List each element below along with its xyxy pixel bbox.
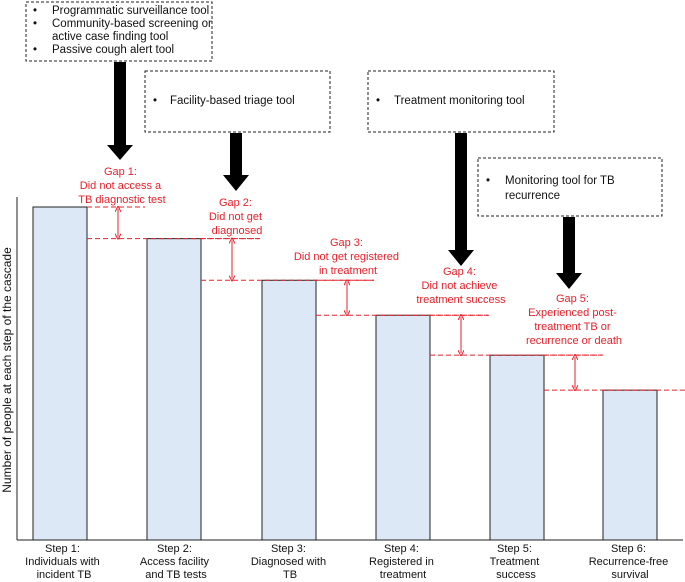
tool-item: Monitoring tool for TB xyxy=(505,175,615,187)
step-label-6: Step 6: Recurrence-free survival xyxy=(589,543,672,581)
gap-label-4: Gap 4: Did not achieve treatment success xyxy=(416,266,506,306)
bar-step-2 xyxy=(146,238,202,541)
bullet-icon: • xyxy=(33,44,37,56)
tool-item: Passive cough alert tool xyxy=(52,44,174,56)
bullet-icon: • xyxy=(33,5,37,17)
y-axis-label: Number of people at each step of the cas… xyxy=(0,247,14,493)
gap-labels: Gap 1: Did not access a TB diagnostic te… xyxy=(78,166,622,347)
tool-item: Treatment monitoring tool xyxy=(394,95,525,107)
gap-label-2: Gap 2: Did not get diagnosed xyxy=(209,197,265,237)
bar-step-1 xyxy=(32,206,88,541)
down-arrow-icon xyxy=(223,133,249,191)
tool-arrows xyxy=(107,62,582,289)
tool-box-1: • Programmatic surveillance tool • Commu… xyxy=(25,1,213,62)
tool-box-frame xyxy=(367,70,555,133)
step-label-2: Step 2: Access facility and TB tests xyxy=(140,543,212,581)
tool-box-frame xyxy=(25,1,213,62)
down-arrow-icon xyxy=(556,217,582,289)
tool-item: Community-based screening or xyxy=(52,18,212,30)
bar-step-4 xyxy=(375,314,431,541)
bullet-icon: • xyxy=(376,95,380,107)
gap-marker-5 xyxy=(544,355,685,390)
gap-label-5: Gap 5: Experienced post- treatment TB or… xyxy=(526,293,622,347)
tool-item: active case finding tool xyxy=(52,31,168,43)
gap-label-3: Gap 3: Did not get registered in treatme… xyxy=(294,237,402,277)
tool-item: recurrence xyxy=(505,190,560,202)
bar-step-5 xyxy=(489,354,545,541)
gap-markers xyxy=(87,207,685,390)
tool-box-frame xyxy=(477,157,663,217)
step-labels: Step 1: Individuals with incident TB Ste… xyxy=(25,543,672,581)
down-arrow-icon xyxy=(107,62,133,160)
step-label-1: Step 1: Individuals with incident TB xyxy=(25,543,103,581)
step-label-5: Step 5: Treatment success xyxy=(490,543,543,581)
bar-step-3 xyxy=(261,279,317,541)
step-label-4: Step 4: Registered in treatment xyxy=(369,543,437,581)
down-arrow-icon xyxy=(448,133,474,266)
gap-label-1: Gap 1: Did not access a TB diagnostic te… xyxy=(78,166,165,206)
bullet-icon: • xyxy=(33,18,37,30)
bullet-icon: • xyxy=(486,175,490,187)
tool-item: Facility-based triage tool xyxy=(170,95,295,107)
bullet-icon: • xyxy=(153,95,157,107)
bar-step-6 xyxy=(602,389,658,541)
tool-box-3: • Treatment monitoring tool xyxy=(367,70,555,133)
tool-item: Programmatic surveillance tool xyxy=(52,5,209,17)
tool-box-4: • Monitoring tool for TB recurrence xyxy=(477,157,663,217)
tool-box-frame xyxy=(144,70,331,133)
cascade-bars xyxy=(32,206,658,541)
step-label-3: Step 3: Diagnosed with TB xyxy=(251,543,329,581)
tool-box-2: • Facility-based triage tool xyxy=(144,70,331,133)
